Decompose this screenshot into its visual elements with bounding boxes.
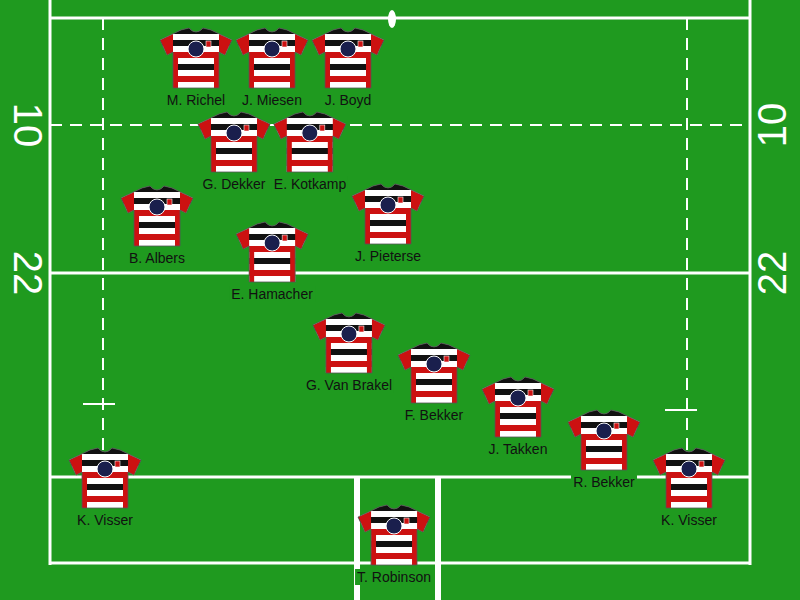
five-metre-line xyxy=(102,18,104,477)
player-jersey: J. Takken xyxy=(481,376,555,457)
player-jersey: G. Dekker xyxy=(197,111,271,192)
centre-mark xyxy=(388,10,396,28)
player-name: E. Hamacher xyxy=(229,286,315,302)
player-jersey: G. Van Brakel xyxy=(304,312,394,393)
jersey-icon xyxy=(567,409,641,471)
dead-ball-line xyxy=(50,17,750,20)
jersey-icon xyxy=(351,183,425,245)
jersey-icon xyxy=(311,27,385,89)
field-number: 10 xyxy=(752,103,792,148)
player-name: T. Robinson xyxy=(355,569,433,585)
player-name: R. Bekker xyxy=(571,474,636,490)
player-name: M. Richel xyxy=(165,92,227,108)
jersey-icon xyxy=(312,312,386,374)
touch-line xyxy=(49,0,52,565)
player-name: G. Dekker xyxy=(200,176,267,192)
five-metre-mark xyxy=(83,403,115,405)
jersey-icon xyxy=(197,111,271,173)
jersey-icon xyxy=(652,447,726,509)
player-jersey: M. Richel xyxy=(159,27,233,108)
player-name: J. Miesen xyxy=(240,92,304,108)
player-jersey: F. Bekker xyxy=(397,342,471,423)
twenty-two-line xyxy=(50,272,750,275)
five-metre-line xyxy=(686,18,688,477)
jersey-icon xyxy=(273,111,347,173)
player-jersey: T. Robinson xyxy=(355,504,433,585)
player-jersey: E. Kotkamp xyxy=(272,111,348,192)
player-name: F. Bekker xyxy=(403,407,465,423)
player-jersey: J. Pieterse xyxy=(351,183,425,264)
touch-line xyxy=(749,0,752,565)
jersey-icon xyxy=(159,27,233,89)
jersey-icon xyxy=(397,342,471,404)
field-number: 22 xyxy=(8,251,48,296)
player-jersey: R. Bekker xyxy=(567,409,641,490)
jersey-icon xyxy=(120,185,194,247)
jersey-icon xyxy=(357,504,431,566)
player-name: E. Kotkamp xyxy=(272,176,348,192)
player-name: J. Pieterse xyxy=(353,248,423,264)
player-jersey: J. Boyd xyxy=(311,27,385,108)
five-metre-mark xyxy=(665,409,697,411)
try-line xyxy=(50,476,750,479)
player-name: J. Takken xyxy=(487,441,550,457)
jersey-icon xyxy=(481,376,555,438)
player-name: K. Visser xyxy=(75,512,135,528)
player-name: J. Boyd xyxy=(323,92,374,108)
jersey-icon xyxy=(235,27,309,89)
jersey-icon xyxy=(235,221,309,283)
field-number: 10 xyxy=(8,103,48,148)
player-jersey: K. Visser xyxy=(68,447,142,528)
player-jersey: B. Albers xyxy=(120,185,194,266)
player-jersey: K. Visser xyxy=(652,447,726,528)
player-name: K. Visser xyxy=(659,512,719,528)
goal-post xyxy=(435,477,441,600)
jersey-icon xyxy=(68,447,142,509)
player-jersey: E. Hamacher xyxy=(229,221,315,302)
player-name: B. Albers xyxy=(127,250,187,266)
player-jersey: J. Miesen xyxy=(235,27,309,108)
ten-metre-line xyxy=(50,124,750,126)
player-name: G. Van Brakel xyxy=(304,377,394,393)
field-number: 22 xyxy=(752,251,792,296)
